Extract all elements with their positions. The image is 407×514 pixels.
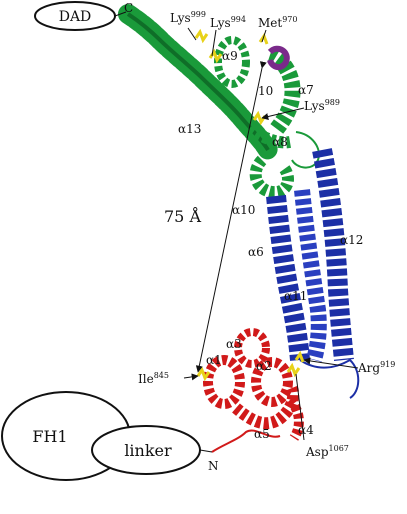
helix-label-a11: α11 bbox=[284, 289, 307, 303]
helix-labels: α9 10 α7 α13 α8 α10 α12 α6 α11 α3 α1 α2 … bbox=[178, 49, 363, 441]
distance-arrow bbox=[195, 61, 267, 373]
n-terminus-label: N bbox=[208, 459, 219, 473]
helix-a2-ribbon bbox=[251, 357, 293, 407]
blue-domain bbox=[266, 148, 360, 399]
helix-label-a9: α9 bbox=[222, 49, 238, 63]
helix-label-a8: α8 bbox=[272, 135, 288, 149]
helix-a6-ribbon bbox=[266, 195, 310, 361]
helix-label-a7: α7 bbox=[298, 83, 314, 97]
residue-label-lys994: Lys994 bbox=[210, 15, 246, 30]
residue-label-asp1067: Asp1067 bbox=[305, 444, 349, 459]
red-loop bbox=[211, 429, 281, 453]
purple-loop bbox=[267, 45, 290, 70]
fh1-label: FH1 bbox=[32, 427, 67, 446]
green-loop bbox=[291, 131, 320, 169]
c-terminus-label: C bbox=[124, 1, 133, 15]
residue-label-ile845: Ile845 bbox=[138, 371, 169, 386]
helix-label-a5: α5 bbox=[254, 427, 270, 441]
pointer-lys994 bbox=[211, 29, 217, 57]
helix-a4-ribbon bbox=[286, 396, 304, 441]
annotation-arrows bbox=[183, 27, 359, 441]
helix-label-a10: α10 bbox=[232, 203, 255, 217]
pointer-asp1067 bbox=[295, 373, 305, 441]
residue-arg919-marker bbox=[294, 350, 305, 363]
helix-a12-ribbon bbox=[312, 148, 354, 361]
dad-label: DAD bbox=[59, 9, 92, 25]
helix-a10-ribbon bbox=[249, 155, 294, 199]
pointer-ile845 bbox=[183, 373, 199, 381]
helix-a11-ribbon bbox=[294, 189, 327, 363]
helix-label-a12: α12 bbox=[340, 233, 363, 247]
pointer-arg919 bbox=[303, 357, 359, 369]
helix-label-a13: α13 bbox=[178, 122, 201, 136]
linker-label: linker bbox=[124, 441, 172, 460]
linker-connector bbox=[199, 449, 213, 453]
domain-ellipses: DAD FH1 linker bbox=[1, 1, 213, 481]
residue-asp1067-marker bbox=[286, 362, 301, 378]
residue-label-lys989: Lys989 bbox=[304, 98, 340, 113]
helix-label-a1: α1 bbox=[206, 353, 222, 367]
blue-loop bbox=[299, 358, 360, 399]
helix-label-a3: α3 bbox=[226, 337, 242, 351]
residue-lys999-marker bbox=[194, 28, 209, 44]
helix-label-a6: α6 bbox=[248, 245, 264, 259]
helix-label-a4: α4 bbox=[298, 423, 314, 437]
green-domain bbox=[118, 4, 320, 199]
helix-label-a2: α2 bbox=[256, 359, 272, 373]
pointer-lys999 bbox=[187, 27, 197, 41]
residue-label-met970: Met970 bbox=[258, 15, 298, 30]
distance-label: 75 Å bbox=[164, 206, 201, 226]
residue-label-arg919: Arg919 bbox=[357, 360, 395, 375]
helix-label-a10-small: 10 bbox=[258, 84, 273, 98]
helix-a7-ribbon bbox=[266, 47, 301, 135]
pointer-lys989 bbox=[261, 107, 305, 120]
residue-labels: Lys999 Lys994 Met970 Lys989 Ile845 Arg91… bbox=[138, 10, 395, 459]
dad-connector bbox=[114, 11, 127, 17]
pointer-met970 bbox=[261, 29, 267, 43]
residue-label-lys999: Lys999 bbox=[170, 10, 206, 25]
residue-ile845-marker bbox=[196, 366, 211, 382]
